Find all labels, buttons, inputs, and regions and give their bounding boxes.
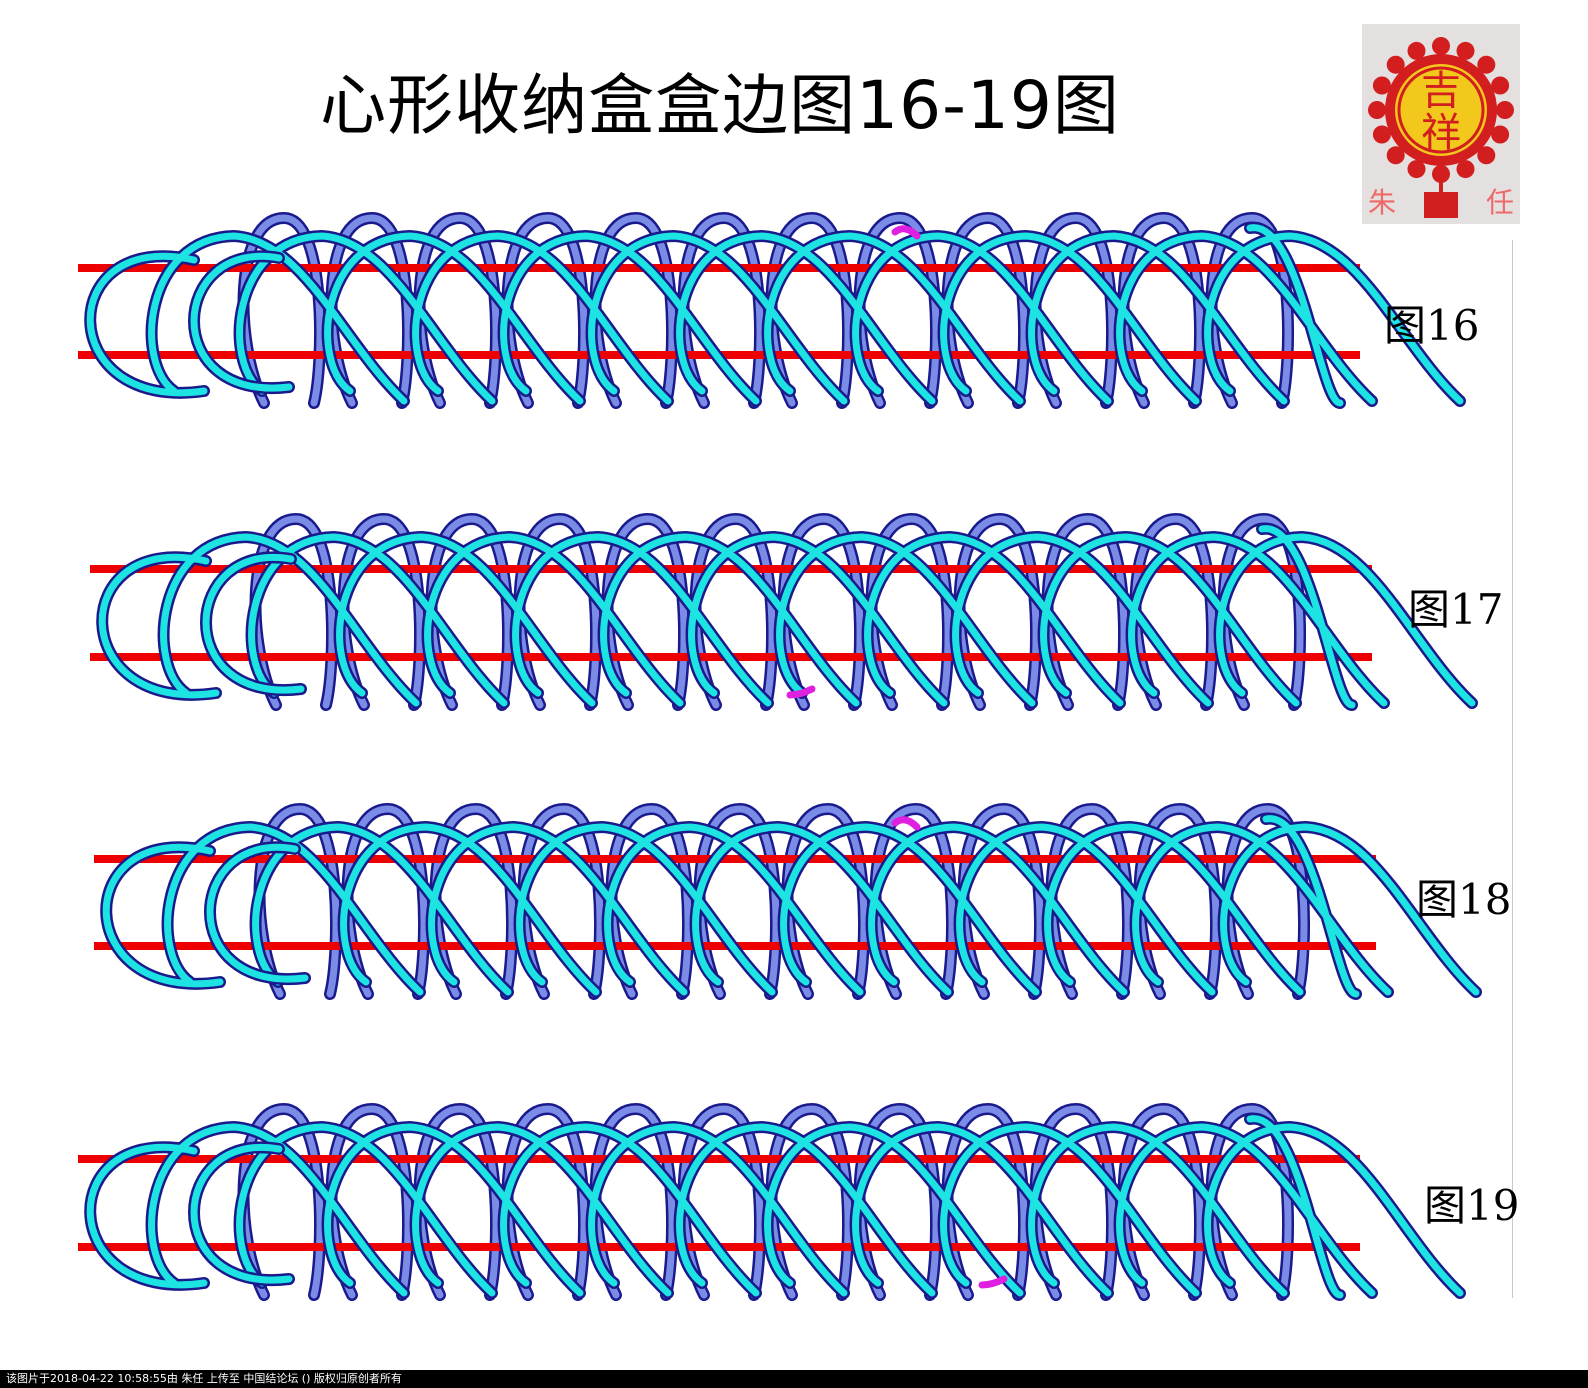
knot-figure-19 [78,1109,1460,1295]
knot-figure-18 [94,809,1476,994]
cord-tip [895,820,917,827]
figure-label-18: 图18 [1416,866,1511,927]
footer-caption: 该图片于2018-04-22 10:58:55由 朱任 上传至 中国结论坛 ()… [0,1370,1588,1388]
cord-tip [982,1279,1004,1285]
figure-label-17: 图17 [1408,576,1503,637]
knot-figure-17 [90,519,1472,705]
figure-label-16: 图16 [1384,292,1479,353]
figure-label-19: 图19 [1424,1172,1519,1233]
knot-figure-16 [78,218,1460,403]
cord-tip [895,229,917,236]
